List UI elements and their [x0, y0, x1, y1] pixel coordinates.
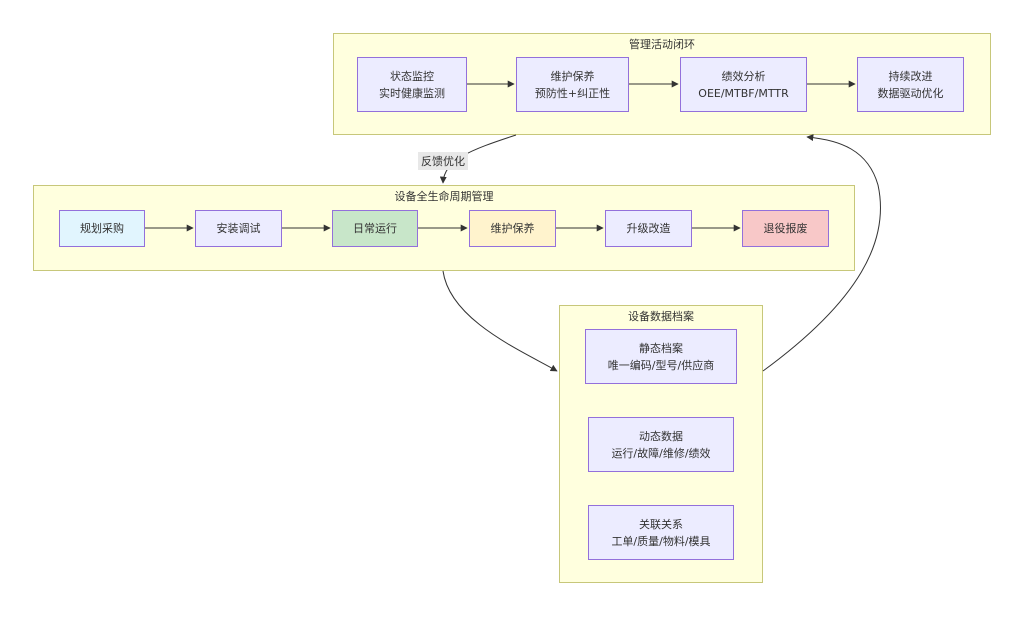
node-label: 退役报废	[763, 222, 808, 235]
lifecycle-maintenance-node[interactable]: 维护保养	[469, 210, 556, 247]
node-label: 安装调试	[216, 222, 261, 235]
node-title: 维护保养	[550, 69, 595, 83]
node-title: 持续改进	[888, 69, 933, 83]
lifecycle-group: 设备全生命周期管理	[33, 185, 855, 271]
node-title: 关联关系	[639, 517, 683, 531]
node-subtitle: 运行/故障/维修/绩效	[611, 446, 711, 460]
archive-title: 设备数据档案	[628, 310, 694, 323]
lifecycle-title: 设备全生命周期管理	[394, 190, 494, 203]
relationship-node[interactable]: 关联关系 工单/质量/物料/模具	[588, 505, 734, 560]
node-title: 状态监控	[390, 69, 434, 83]
node-subtitle: OEE/MTBF/MTTR	[698, 86, 789, 100]
lifecycle-upgrade-node[interactable]: 升级改造	[605, 210, 692, 247]
lifecycle-operation-node[interactable]: 日常运行	[332, 210, 418, 247]
node-label: 规划采购	[80, 222, 124, 235]
node-subtitle: 数据驱动优化	[877, 86, 944, 100]
node-title: 静态档案	[639, 341, 683, 355]
node-label: 维护保养	[490, 222, 535, 235]
node-title: 动态数据	[639, 429, 683, 443]
static-archive-node[interactable]: 静态档案 唯一编码/型号/供应商	[585, 329, 737, 384]
node-label: 日常运行	[353, 222, 397, 235]
dynamic-data-node[interactable]: 动态数据 运行/故障/维修/绩效	[588, 417, 734, 472]
feedback-label: 反馈优化	[418, 152, 468, 170]
lifecycle-planning-node[interactable]: 规划采购	[59, 210, 145, 247]
edge-lifecycle-to-archive	[442, 270, 558, 372]
node-subtitle: 实时健康监测	[379, 86, 445, 100]
maintenance-node[interactable]: 维护保养 预防性+纠正性	[516, 57, 629, 112]
closed-loop-title: 管理活动闭环	[629, 38, 695, 51]
node-label: 升级改造	[626, 222, 671, 235]
node-subtitle: 预防性+纠正性	[534, 86, 611, 100]
status-monitoring-node[interactable]: 状态监控 实时健康监测	[357, 57, 467, 112]
node-title: 绩效分析	[721, 69, 766, 83]
performance-analysis-node[interactable]: 绩效分析 OEE/MTBF/MTTR	[680, 57, 807, 112]
continuous-improvement-node[interactable]: 持续改进 数据驱动优化	[857, 57, 964, 112]
lifecycle-retirement-node[interactable]: 退役报废	[742, 210, 829, 247]
node-subtitle: 工单/质量/物料/模具	[611, 534, 711, 548]
lifecycle-installation-node[interactable]: 安装调试	[195, 210, 282, 247]
node-subtitle: 唯一编码/型号/供应商	[607, 358, 715, 372]
